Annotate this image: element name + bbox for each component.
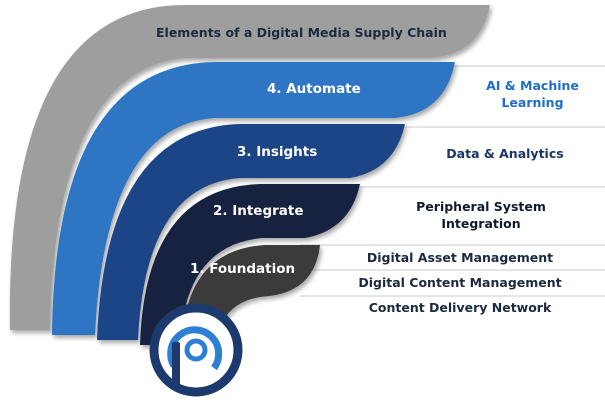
- step-integrate-label: 2. Integrate: [213, 203, 304, 219]
- diagram-title: Elements of a Digital Media Supply Chain: [156, 25, 447, 40]
- side-ai-ml-line2: Learning: [501, 95, 564, 110]
- side-cdn: Content Delivery Network: [368, 300, 552, 315]
- side-ai-ml: AI & Machine Learning: [470, 77, 595, 111]
- automate-band: [52, 62, 455, 335]
- step-automate-label: 4. Automate: [267, 81, 361, 97]
- pc-monogram-icon: [149, 303, 243, 397]
- side-peripheral-line1: Peripheral System: [416, 199, 546, 214]
- side-peripheral-line2: Integration: [441, 216, 521, 231]
- insights-band: [97, 124, 405, 340]
- integrate-band: [140, 184, 360, 345]
- side-peripheral: Peripheral System Integration: [392, 198, 570, 232]
- title-band: [9, 5, 490, 330]
- row-separators: [300, 65, 605, 297]
- logo-inner-arc: [167, 326, 223, 371]
- side-dam: Digital Asset Management: [366, 250, 554, 265]
- side-dcm: Digital Content Management: [358, 275, 562, 290]
- logo-stem: [172, 342, 180, 386]
- side-ai-ml-line1: AI & Machine: [486, 78, 579, 93]
- step-insights-label: 3. Insights: [237, 144, 318, 160]
- side-data-analytics: Data & Analytics: [425, 145, 585, 162]
- logo-outer-ring: [149, 303, 243, 397]
- logo-dot: [184, 338, 208, 362]
- side-data-analytics-line: Data & Analytics: [446, 146, 564, 161]
- step-foundation-label: 1. Foundation: [190, 261, 296, 277]
